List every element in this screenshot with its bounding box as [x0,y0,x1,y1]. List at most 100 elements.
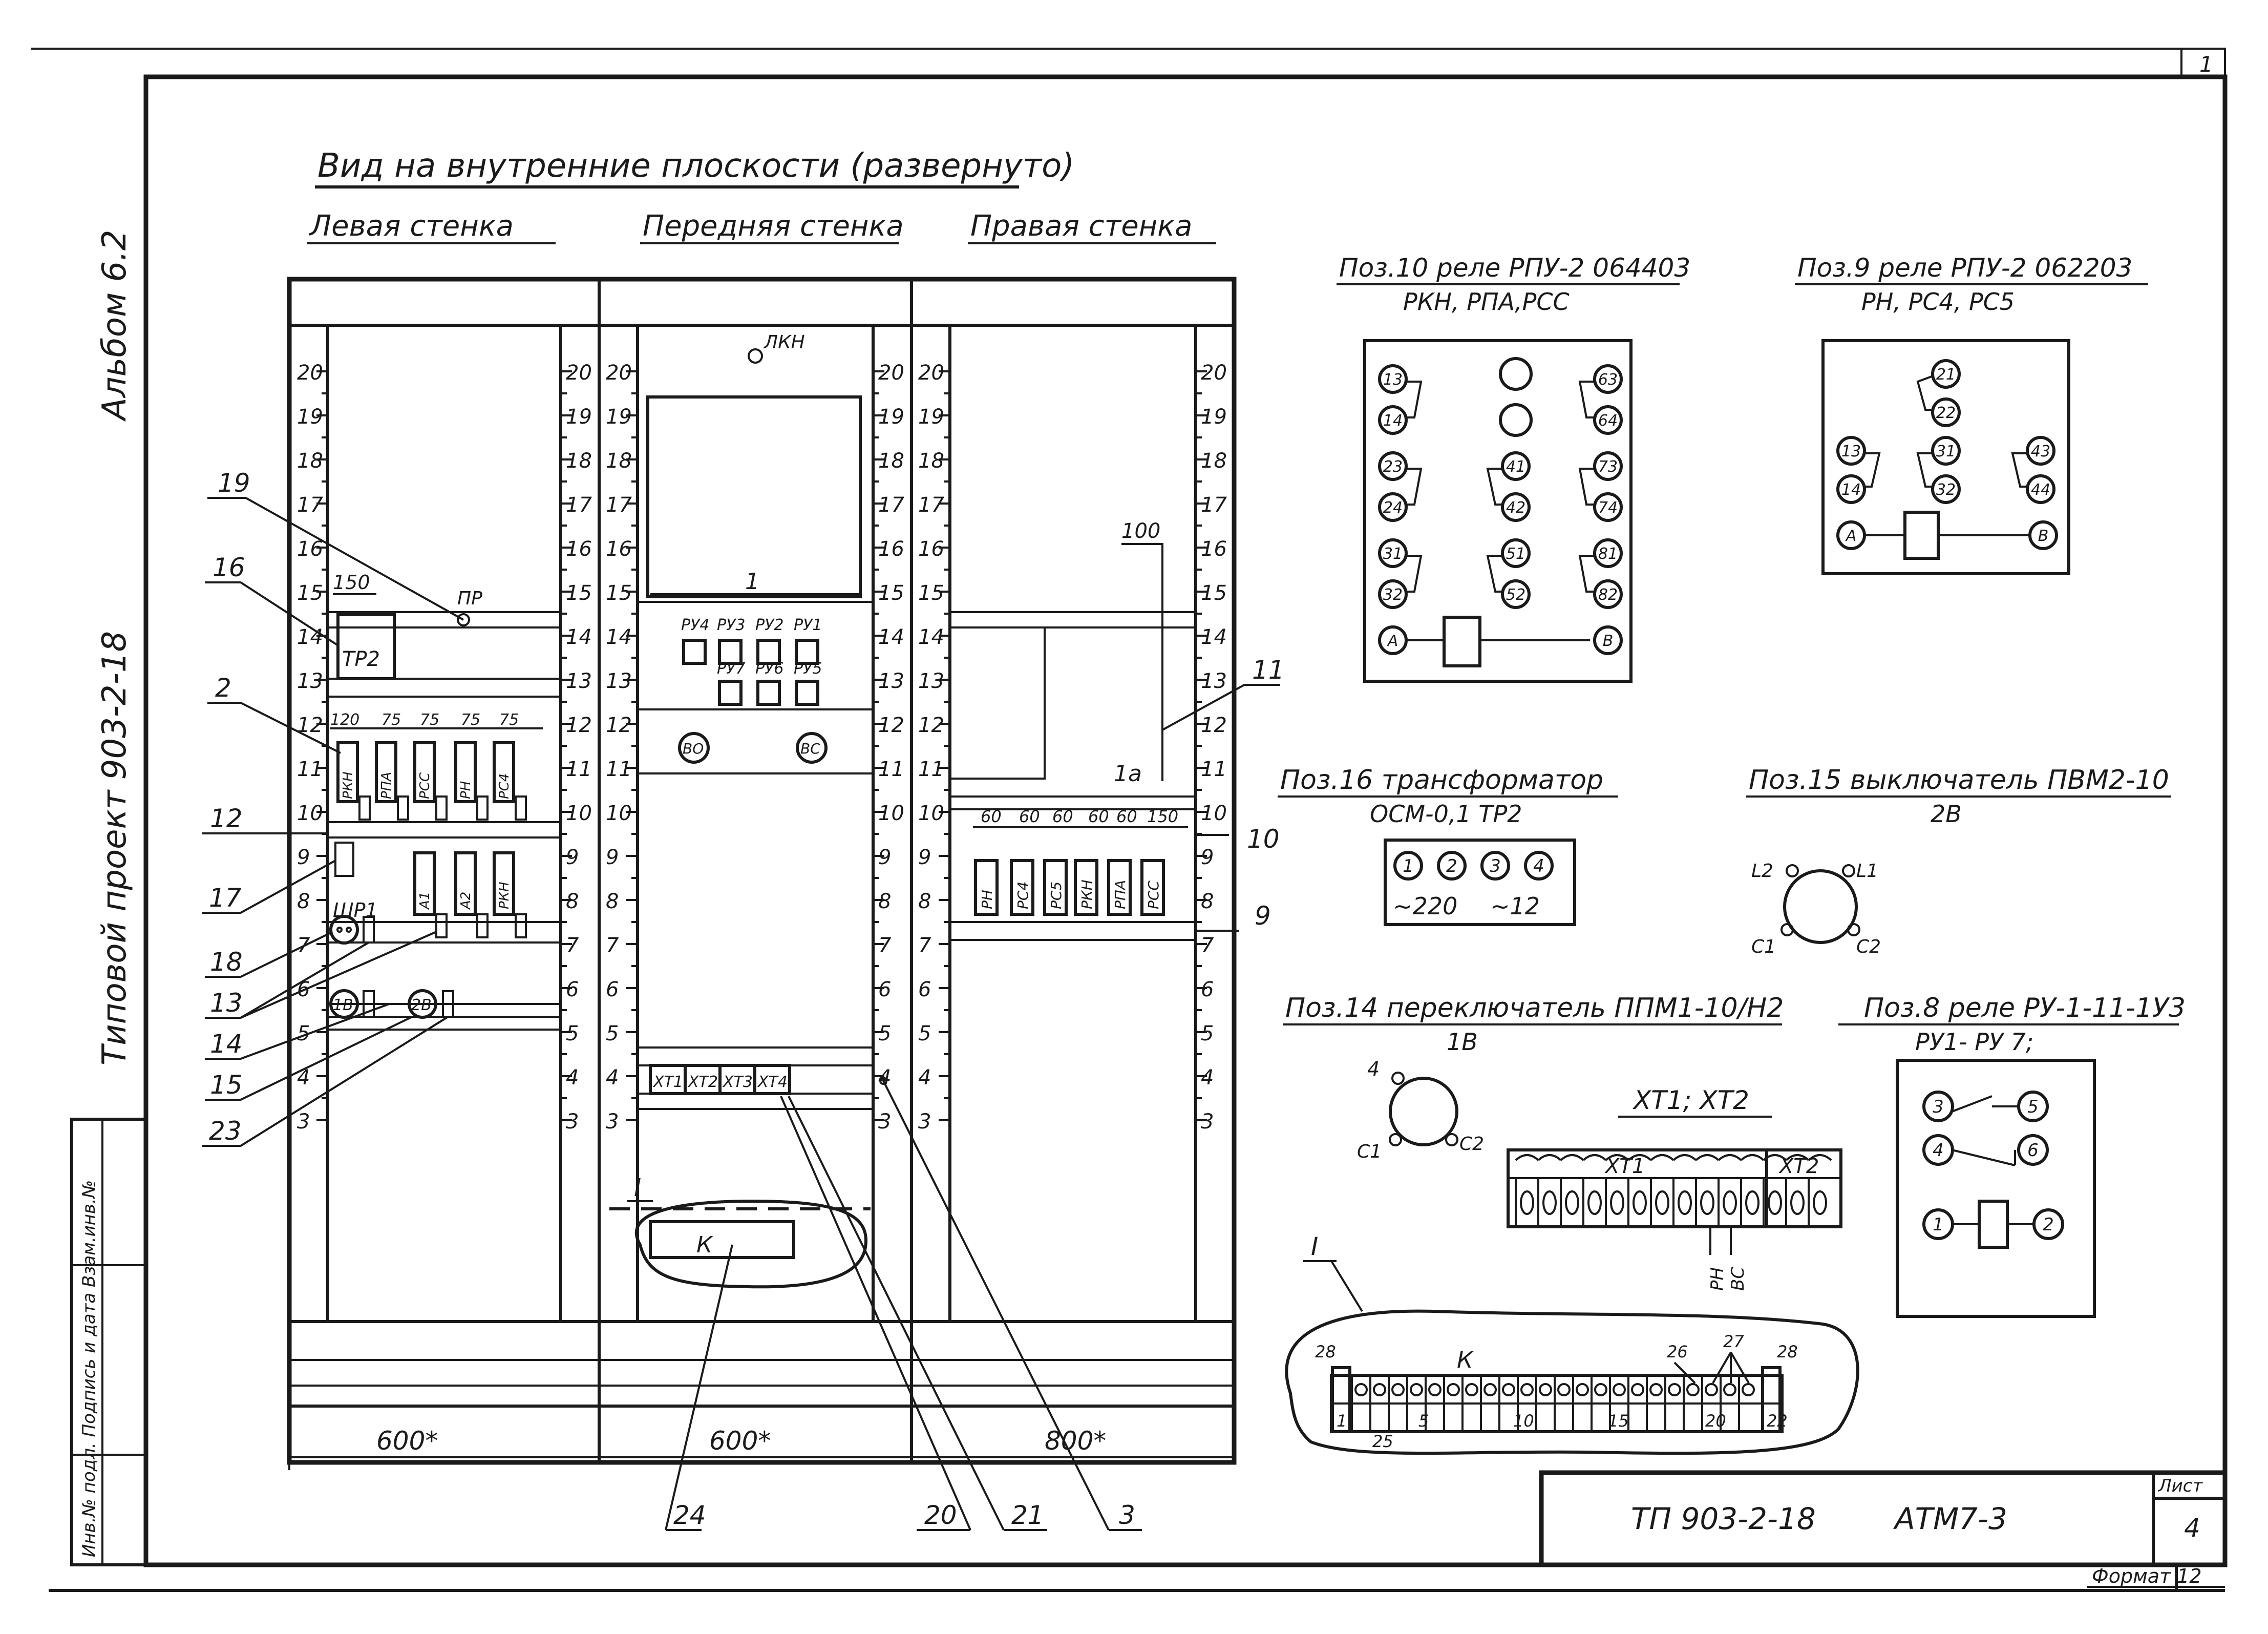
scale-label-1-3: 3 [566,1110,579,1134]
corner-number: 1 [2199,52,2213,77]
dimension-line: 600* 600* 800* [288,1426,1234,1470]
scale-label-4-3: 3 [918,1110,931,1134]
scale-label-5-3: 3 [1201,1110,1214,1134]
scale-label-3-10: 10 [878,802,904,825]
ru-bottom-box-0 [718,680,743,706]
xt-lead-rn: РН [1707,1267,1728,1291]
detail-screw-16 [1649,1383,1663,1396]
left-relay-top-label-1: РПА [379,772,394,799]
callout-9: 9 [1255,901,1271,931]
pos9-relay-diagram: Поз.9 реле РПУ-2 062203 РН, РС4, РС5 212… [1795,253,2148,575]
right-dim-4: 60 [1116,807,1137,826]
left-relay-top-1 [375,741,397,803]
pos10-sub: РКН, РПА,РСС [1403,288,1570,316]
pos10-right-term-0-label: 63 [1598,371,1618,389]
scale-label-2-13: 13 [606,669,632,693]
pos10-right-term-2-label: 73 [1598,458,1618,476]
callout-23: 23 [209,1116,242,1146]
pos8-term-1-label: 5 [2027,1097,2039,1117]
scale-label-2-3: 3 [606,1110,619,1134]
pos16-term-1 [1437,851,1467,881]
detail-screw-6 [1465,1383,1478,1396]
sheet-number: 4 [2184,1513,2200,1543]
pos10-right-term-1 [1593,405,1623,435]
detail-screw-3 [1410,1383,1423,1396]
scale-label-5-18: 18 [1201,449,1227,473]
scale-label-3-15: 15 [878,581,904,605]
scale-label-5-5: 5 [1201,1022,1214,1045]
xt-cells [1515,1154,1832,1227]
pos10-left-term-0 [1378,364,1408,394]
scale-label-3-14: 14 [878,625,904,649]
scale-label-1-13: 13 [566,669,592,693]
left-relay-mid-1 [454,851,477,916]
tr2-box [336,613,396,680]
scale-label-3-17: 17 [878,493,904,517]
detail-k-label: К [1457,1347,1474,1373]
scale-label-2-11: 11 [606,758,632,781]
left-dim-0: 120 [330,711,359,729]
pos10-title: Поз.10 реле РПУ-2 064403 [1339,253,1690,283]
scale-label-1-16: 16 [566,537,592,561]
pos16-sub: ОСМ-0,1 ТР2 [1370,800,1522,828]
pos10-left-term-1-label: 14 [1383,412,1403,430]
detail-screw-18 [1686,1383,1700,1396]
button-vs-label: ВС [800,740,820,757]
switch-2v [408,989,437,1019]
detail-screw-9 [1520,1383,1534,1396]
scale-label-1-4: 4 [566,1066,579,1090]
pos9-term-0 [1931,359,1961,389]
sheet-label: Лист [2157,1476,2203,1496]
tr2-dim: 150 [333,571,370,594]
switch-1v-label: 1В [333,996,353,1014]
callout-24: 24 [673,1500,706,1530]
pos10-mid-term-1 [1501,492,1531,522]
scale-label-3-19: 19 [878,405,904,429]
scale-label-4-5: 5 [918,1022,931,1045]
pos8-term-0 [1922,1091,1954,1122]
scale-label-5-4: 4 [1201,1066,1214,1090]
callout-20: 20 [924,1500,957,1530]
right-relay-label-5: РСС [1145,881,1162,909]
scale-label-4-17: 17 [918,493,944,517]
scale-label-0-19: 19 [297,405,323,429]
callout-14: 14 [210,1029,243,1059]
pos9-term-1-label: 22 [1936,404,1956,422]
scale-label-4-8: 8 [918,890,931,913]
pos10-mid-term-0-label: 41 [1506,458,1525,476]
right-dim-0: 60 [981,807,1002,826]
scale-label-2-7: 7 [606,934,619,957]
left-dim-3: 75 [461,711,480,729]
stamp-text: Инв.№ подл. Подпись и дата Взам.инв.№ [79,1180,99,1557]
terminal-label-2: ХТ3 [722,1073,753,1091]
fuse-17 [334,842,354,877]
pos14-sub: 1В [1447,1028,1478,1056]
scale-label-4-15: 15 [918,581,944,605]
button-vo[interactable] [678,732,710,764]
scale-label-1-6: 6 [566,978,579,1001]
pos10-left-term-0-label: 13 [1383,371,1403,389]
ru-top-box-2 [756,639,781,665]
scale-label-5-10: 10 [1201,802,1227,825]
switch-2v-label: 2В [411,996,432,1014]
scale-label-1-15: 15 [566,581,592,605]
right-relay-label-2: РС5 [1048,882,1065,909]
scale-label-5-19: 19 [1201,405,1227,429]
detail-screw-19 [1705,1383,1718,1396]
right-relay-label-0: РН [979,890,995,909]
right-relay-2 [1043,859,1068,916]
button-vs[interactable] [796,732,828,764]
doc-number: ТП 903-2-18 [1631,1501,1816,1536]
left-relay-top-3 [454,741,477,803]
detail-num-8: 15 [1608,1411,1629,1431]
pos9-term-9-label: B [2038,527,2049,545]
ru-bottom-label-2: РУ5 [794,660,822,678]
pos16-term-0-label: 1 [1403,856,1414,876]
scale-label-3-12: 12 [878,714,904,737]
pos8-term-3 [2017,1134,2049,1166]
pos9-term-6 [2026,436,2055,466]
